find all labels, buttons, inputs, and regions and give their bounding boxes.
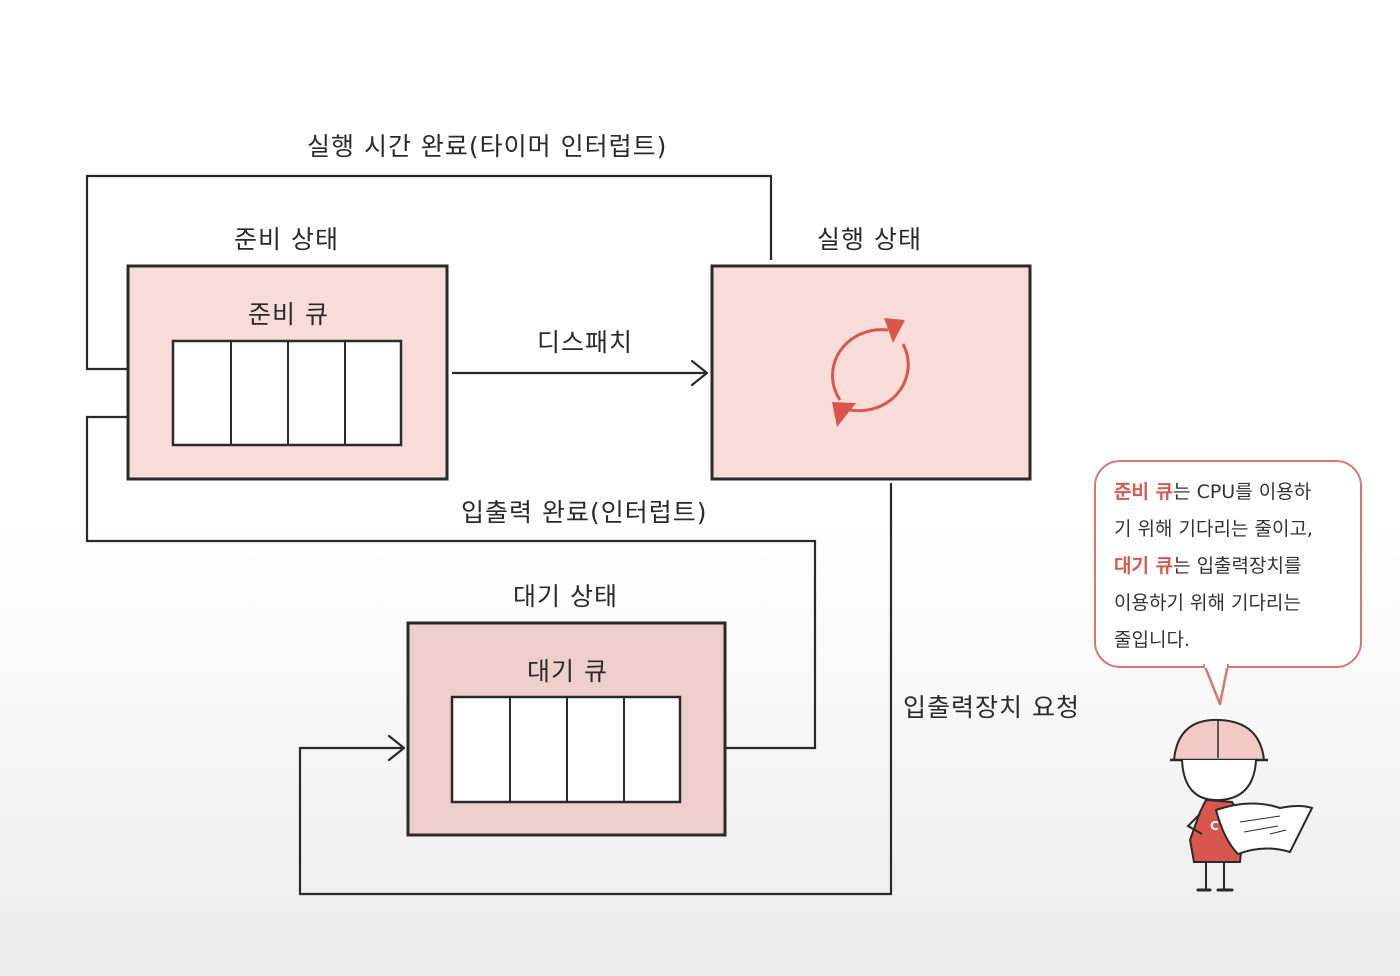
running-state-label: 실행 상태 bbox=[817, 225, 922, 254]
wait-state-label: 대기 상태 bbox=[513, 582, 618, 611]
ready-queue-label: 준비 큐 bbox=[248, 300, 329, 329]
ready-state-label: 준비 상태 bbox=[234, 225, 339, 254]
svg-text:C: C bbox=[1210, 819, 1219, 833]
construction-worker-reading-blueprint-icon: C bbox=[1170, 718, 1314, 892]
timer-interrupt-label: 실행 시간 완료(타이머 인터럽트) bbox=[307, 132, 667, 161]
speech-bubble-tail bbox=[1202, 664, 1230, 706]
io-request-line bbox=[298, 483, 893, 896]
timer-interrupt-line bbox=[85, 174, 773, 371]
bubble-highlight-ready-queue: 준비 큐 bbox=[1114, 481, 1174, 503]
io-complete-line bbox=[85, 415, 817, 750]
bubble-text: 는 CPU를 이용하 bbox=[1173, 481, 1312, 503]
cycle-icon bbox=[831, 318, 910, 427]
speech-bubble: 준비 큐는 CPU를 이용하 기 위해 기다리는 줄이고, 대기 큐는 입출력장… bbox=[1094, 460, 1362, 668]
wait-queue-label: 대기 큐 bbox=[527, 657, 608, 686]
io-complete-label: 입출력 완료(인터럽트) bbox=[461, 498, 707, 527]
bubble-highlight-wait-queue: 대기 큐 bbox=[1114, 555, 1174, 577]
bubble-line-5: 줄입니다. bbox=[1114, 629, 1190, 651]
bubble-line-1: 준비 큐는 CPU를 이용하 bbox=[1114, 474, 1346, 511]
io-request-arrowhead bbox=[387, 734, 406, 762]
running-state-box bbox=[710, 264, 1032, 481]
io-request-label: 입출력장치 요청 bbox=[903, 693, 1080, 722]
bubble-text: 는 입출력장치를 bbox=[1173, 555, 1302, 577]
bubble-line-4: 이용하기 위해 기다리는 bbox=[1114, 592, 1301, 614]
dispatch-label: 디스패치 bbox=[537, 328, 633, 357]
bubble-line-3: 대기 큐는 입출력장치를 bbox=[1114, 548, 1346, 585]
dispatch-arrowhead bbox=[690, 359, 709, 387]
bubble-line-2: 기 위해 기다리는 줄이고, bbox=[1114, 518, 1313, 540]
